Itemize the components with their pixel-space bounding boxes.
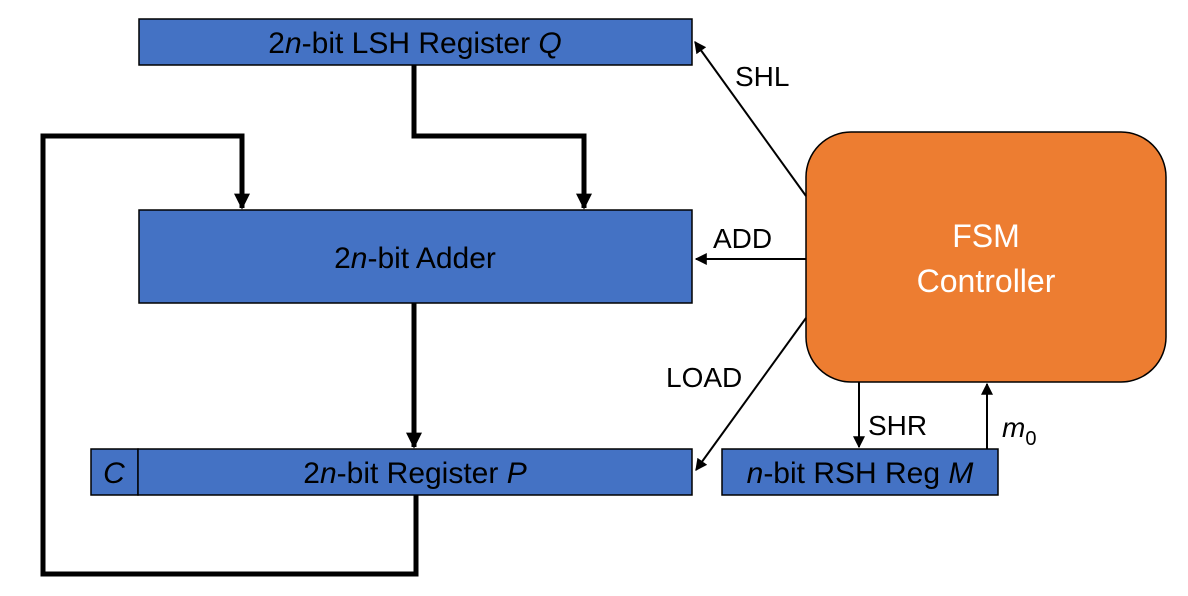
q-to-adder-wire (411, 65, 593, 210)
register-p-label: 2n-bit Register P (303, 457, 526, 490)
adder-label: 2n-bit Adder (334, 242, 496, 275)
shl-signal-label: SHL (735, 61, 789, 92)
m0-signal-label: m0 (1002, 412, 1036, 450)
register-q-block: 2n-bit LSH Register Q (138, 18, 693, 66)
register-q-label: 2n-bit LSH Register Q (268, 27, 561, 60)
register-q-box (138, 18, 693, 66)
register-p-carry-cell (90, 448, 139, 496)
adder-block: 2n-bit Adder (138, 209, 693, 304)
fsm-controller-label-line2: Controller (917, 263, 1056, 299)
register-p-block: C 2n-bit Register P (90, 448, 693, 496)
register-p-box (137, 448, 693, 496)
adder-box (138, 209, 693, 304)
fsm-controller-block: FSM Controller (805, 131, 1167, 383)
register-m-label: n-bit RSH Reg M (747, 457, 974, 490)
load-control-line (695, 317, 807, 471)
register-m-block: n-bit RSH Reg M (721, 448, 999, 496)
register-m-box (721, 448, 999, 496)
fsm-controller-label-line1: FSM (952, 218, 1020, 254)
shr-signal-label: SHR (868, 410, 927, 441)
load-signal-label: LOAD (666, 362, 742, 393)
add-signal-label: ADD (713, 223, 772, 254)
fsm-controller-box (805, 131, 1167, 383)
p-feedback-to-adder-wire (40, 133, 419, 577)
shl-control-line (694, 41, 807, 197)
register-p-carry-label: C (103, 457, 125, 490)
